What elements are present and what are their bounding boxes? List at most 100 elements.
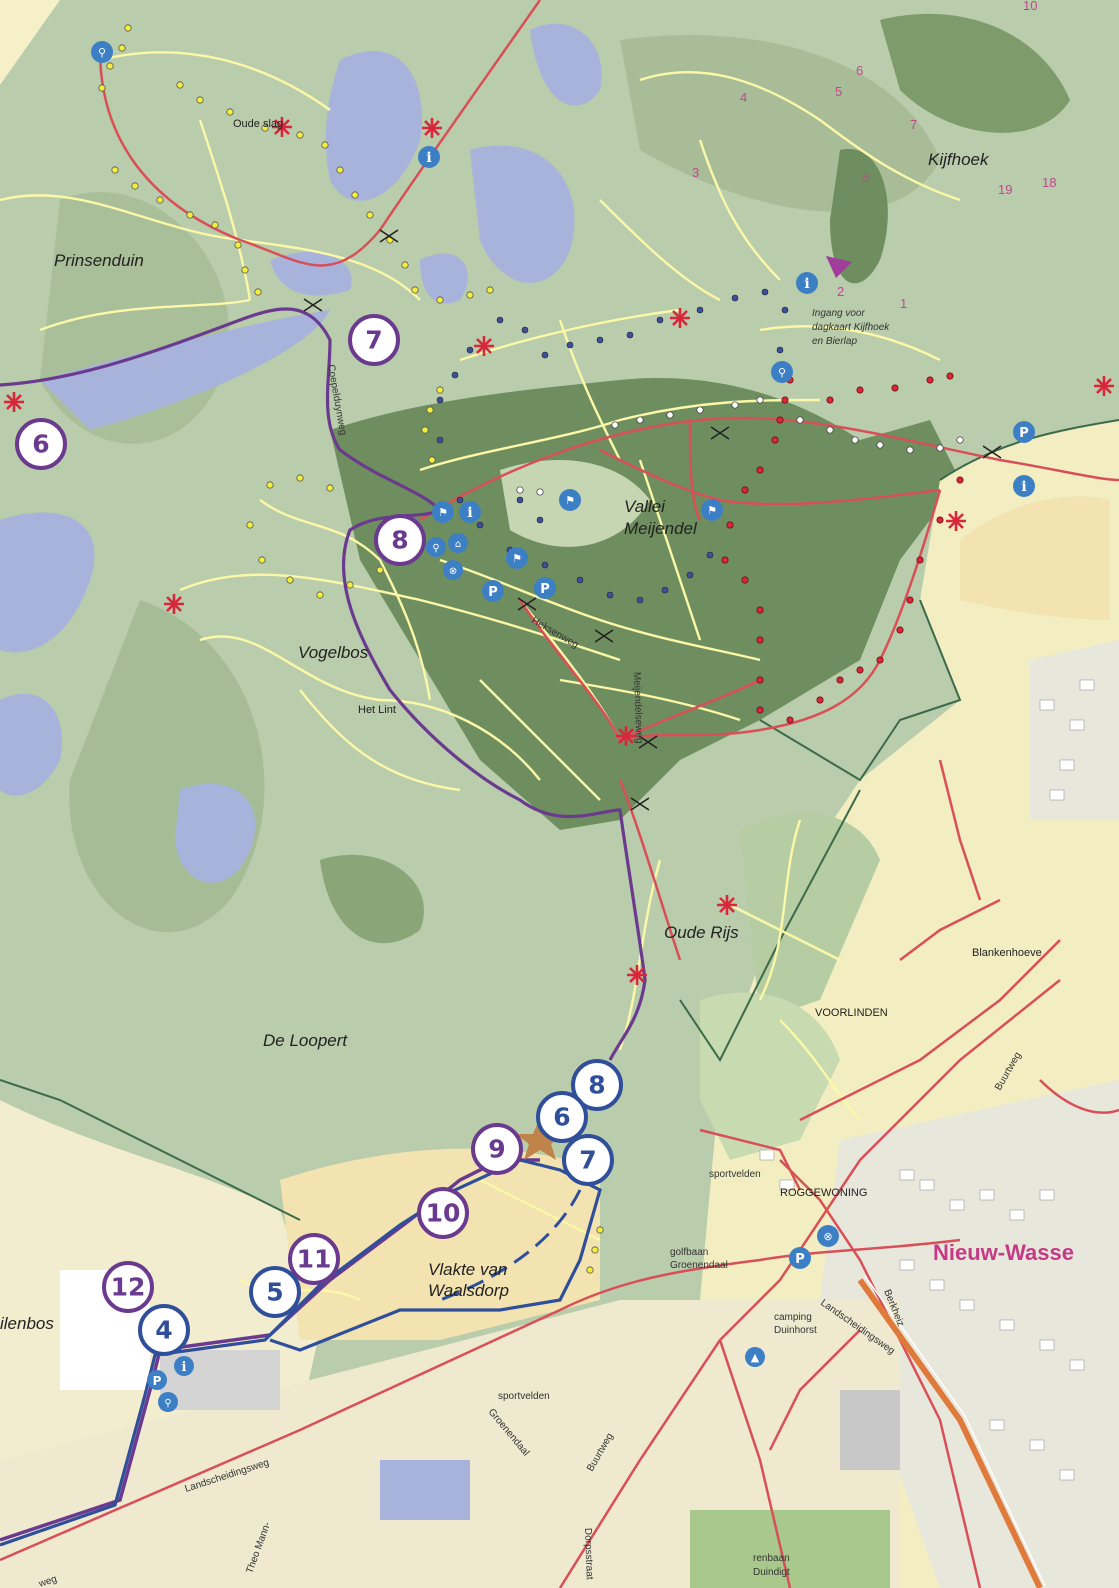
parking-icon[interactable]: P: [147, 1370, 167, 1390]
route-marker-purple[interactable]: 7: [348, 314, 400, 366]
svg-text:P: P: [1019, 426, 1029, 441]
svg-text:⚲: ⚲: [98, 46, 106, 59]
svg-text:⚑: ⚑: [438, 506, 448, 519]
route-marker-blue[interactable]: 8: [571, 1059, 623, 1111]
info-icon[interactable]: i: [418, 146, 440, 168]
svg-text:i: i: [467, 505, 472, 521]
route-marker-purple[interactable]: 9: [471, 1123, 523, 1175]
crossing-markers: [303, 229, 1002, 811]
place-label-vogelbos: Vogelbos: [298, 643, 369, 662]
plot-number: 4: [740, 90, 747, 105]
area-border: [0, 1079, 301, 1221]
plot-number: 5: [835, 84, 842, 99]
route-marker-purple[interactable]: 12: [102, 1261, 154, 1313]
route-marker-purple[interactable]: 10: [417, 1187, 469, 1239]
svg-text:⚲: ⚲: [164, 1398, 171, 1409]
camping-icon[interactable]: ▲: [745, 1347, 765, 1367]
forest-patch: [880, 13, 1070, 133]
restaurant-icon[interactable]: ⊗: [817, 1225, 839, 1247]
plot-numbers: 10 6 5 4 7 3 8 19 18 2 1: [692, 0, 1056, 311]
parking-icon[interactable]: P: [482, 580, 504, 602]
crossing-icon: [517, 597, 537, 611]
svg-text:▲: ▲: [751, 1351, 760, 1364]
main-road-centerline: [864, 1275, 1046, 1587]
info-icon[interactable]: i: [174, 1356, 194, 1376]
bicycle-icon[interactable]: ⚲: [426, 537, 446, 557]
route-marker-purple[interactable]: 8: [374, 514, 426, 566]
viewpoint-icon: [272, 117, 292, 137]
restaurant-icon[interactable]: ⊗: [443, 560, 463, 580]
bicycle-icon[interactable]: ⚲: [158, 1392, 178, 1412]
plot-number: 2: [837, 284, 844, 299]
route-marker-blue[interactable]: 7: [562, 1134, 614, 1186]
crossing-icon: [379, 229, 399, 243]
building-block: [840, 1390, 900, 1470]
blue-walking-route: [436, 288, 789, 604]
place-label-waalsdorp: Waalsdorp: [428, 1281, 509, 1300]
svg-text:⊗: ⊗: [449, 566, 457, 577]
entrance-label-line1: Ingang voor: [812, 308, 865, 319]
viewpoint-icon: [164, 594, 184, 614]
white-walking-route: [516, 396, 964, 496]
svg-text:10: 10: [426, 1199, 461, 1228]
walker-icon[interactable]: ⚑: [432, 501, 454, 523]
dune-lake: [0, 512, 95, 653]
svg-text:i: i: [426, 150, 431, 166]
parking-icon[interactable]: P: [1013, 421, 1035, 443]
parking-icon[interactable]: P: [789, 1247, 811, 1269]
place-label-vlakte-van: Vlakte van: [428, 1260, 507, 1279]
field-area: [0, 1300, 900, 1588]
place-label-groenendaal: Groenendaal: [670, 1260, 728, 1271]
place-label-prinsenduin: Prinsenduin: [54, 251, 144, 270]
place-label-blankenhoeve: Blankenhoeve: [972, 947, 1042, 959]
walker-icon[interactable]: ⚑: [506, 547, 528, 569]
info-icon[interactable]: i: [796, 272, 818, 294]
viewpoint-icon: [474, 336, 494, 356]
plot-number: 7: [910, 117, 917, 132]
crossing-icon: [630, 797, 650, 811]
svg-text:8: 8: [391, 526, 408, 555]
route-marker-purple[interactable]: 11: [288, 1233, 340, 1285]
blue-route-markers[interactable]: 8 6 7 5 4: [138, 1059, 623, 1356]
svg-text:P: P: [153, 1374, 162, 1388]
route-marker-blue[interactable]: 6: [536, 1091, 588, 1143]
svg-text:⚑: ⚑: [565, 494, 575, 507]
entrance-icon: [826, 256, 852, 278]
place-label-sportvelden: sportvelden: [709, 1169, 761, 1180]
purple-route-line: [0, 1158, 540, 1542]
bicycle-icon[interactable]: ⚲: [91, 41, 113, 63]
viewpoint-icon: [946, 511, 966, 531]
street-label-dorpsstraat: Dorpsstraat: [582, 1528, 595, 1580]
route-marker-purple[interactable]: 6: [15, 418, 67, 470]
poi-icons[interactable]: ⚲ i i ⚲ P i ⚑ ⚑ ⚑ i ⚲ ⌂ ⚑ ⊗ P P P ⊗ ▲ P …: [91, 41, 1035, 1412]
museum-icon[interactable]: ⌂: [448, 533, 468, 553]
walker-icon[interactable]: ⚑: [701, 499, 723, 521]
viewpoint-icon: [4, 392, 24, 412]
svg-text:P: P: [540, 582, 550, 597]
viewpoint-markers: [4, 117, 1114, 985]
place-label-sportvelden: sportvelden: [498, 1391, 550, 1402]
bicycle-icon[interactable]: ⚲: [771, 361, 793, 383]
walker-icon[interactable]: ⚑: [559, 489, 581, 511]
route-marker-blue[interactable]: 4: [138, 1304, 190, 1356]
svg-text:⚲: ⚲: [778, 366, 786, 379]
parking-icon[interactable]: P: [534, 577, 556, 599]
houses: [759, 679, 1095, 1481]
water-basin: [380, 1460, 470, 1520]
vlakte-van-waalsdorp-area: [280, 1148, 600, 1340]
route-marker-blue[interactable]: 5: [249, 1266, 301, 1318]
star-icon: [516, 1118, 564, 1160]
svg-text:12: 12: [111, 1273, 146, 1302]
dune-lake: [0, 693, 62, 796]
dune-lake: [470, 145, 575, 283]
place-label-het-lint: Het Lint: [358, 704, 396, 716]
entrance-label-line3: en Bierlap: [812, 336, 857, 347]
place-label-duinhorst: Duinhorst: [774, 1325, 817, 1336]
svg-text:11: 11: [297, 1245, 332, 1274]
purple-route-markers[interactable]: 7 6 8 9 10 11 12: [15, 314, 523, 1313]
main-road: [857, 1278, 1043, 1588]
place-label-de-loopert: De Loopert: [263, 1031, 348, 1050]
info-icon[interactable]: i: [459, 501, 481, 523]
info-icon[interactable]: i: [1013, 475, 1035, 497]
